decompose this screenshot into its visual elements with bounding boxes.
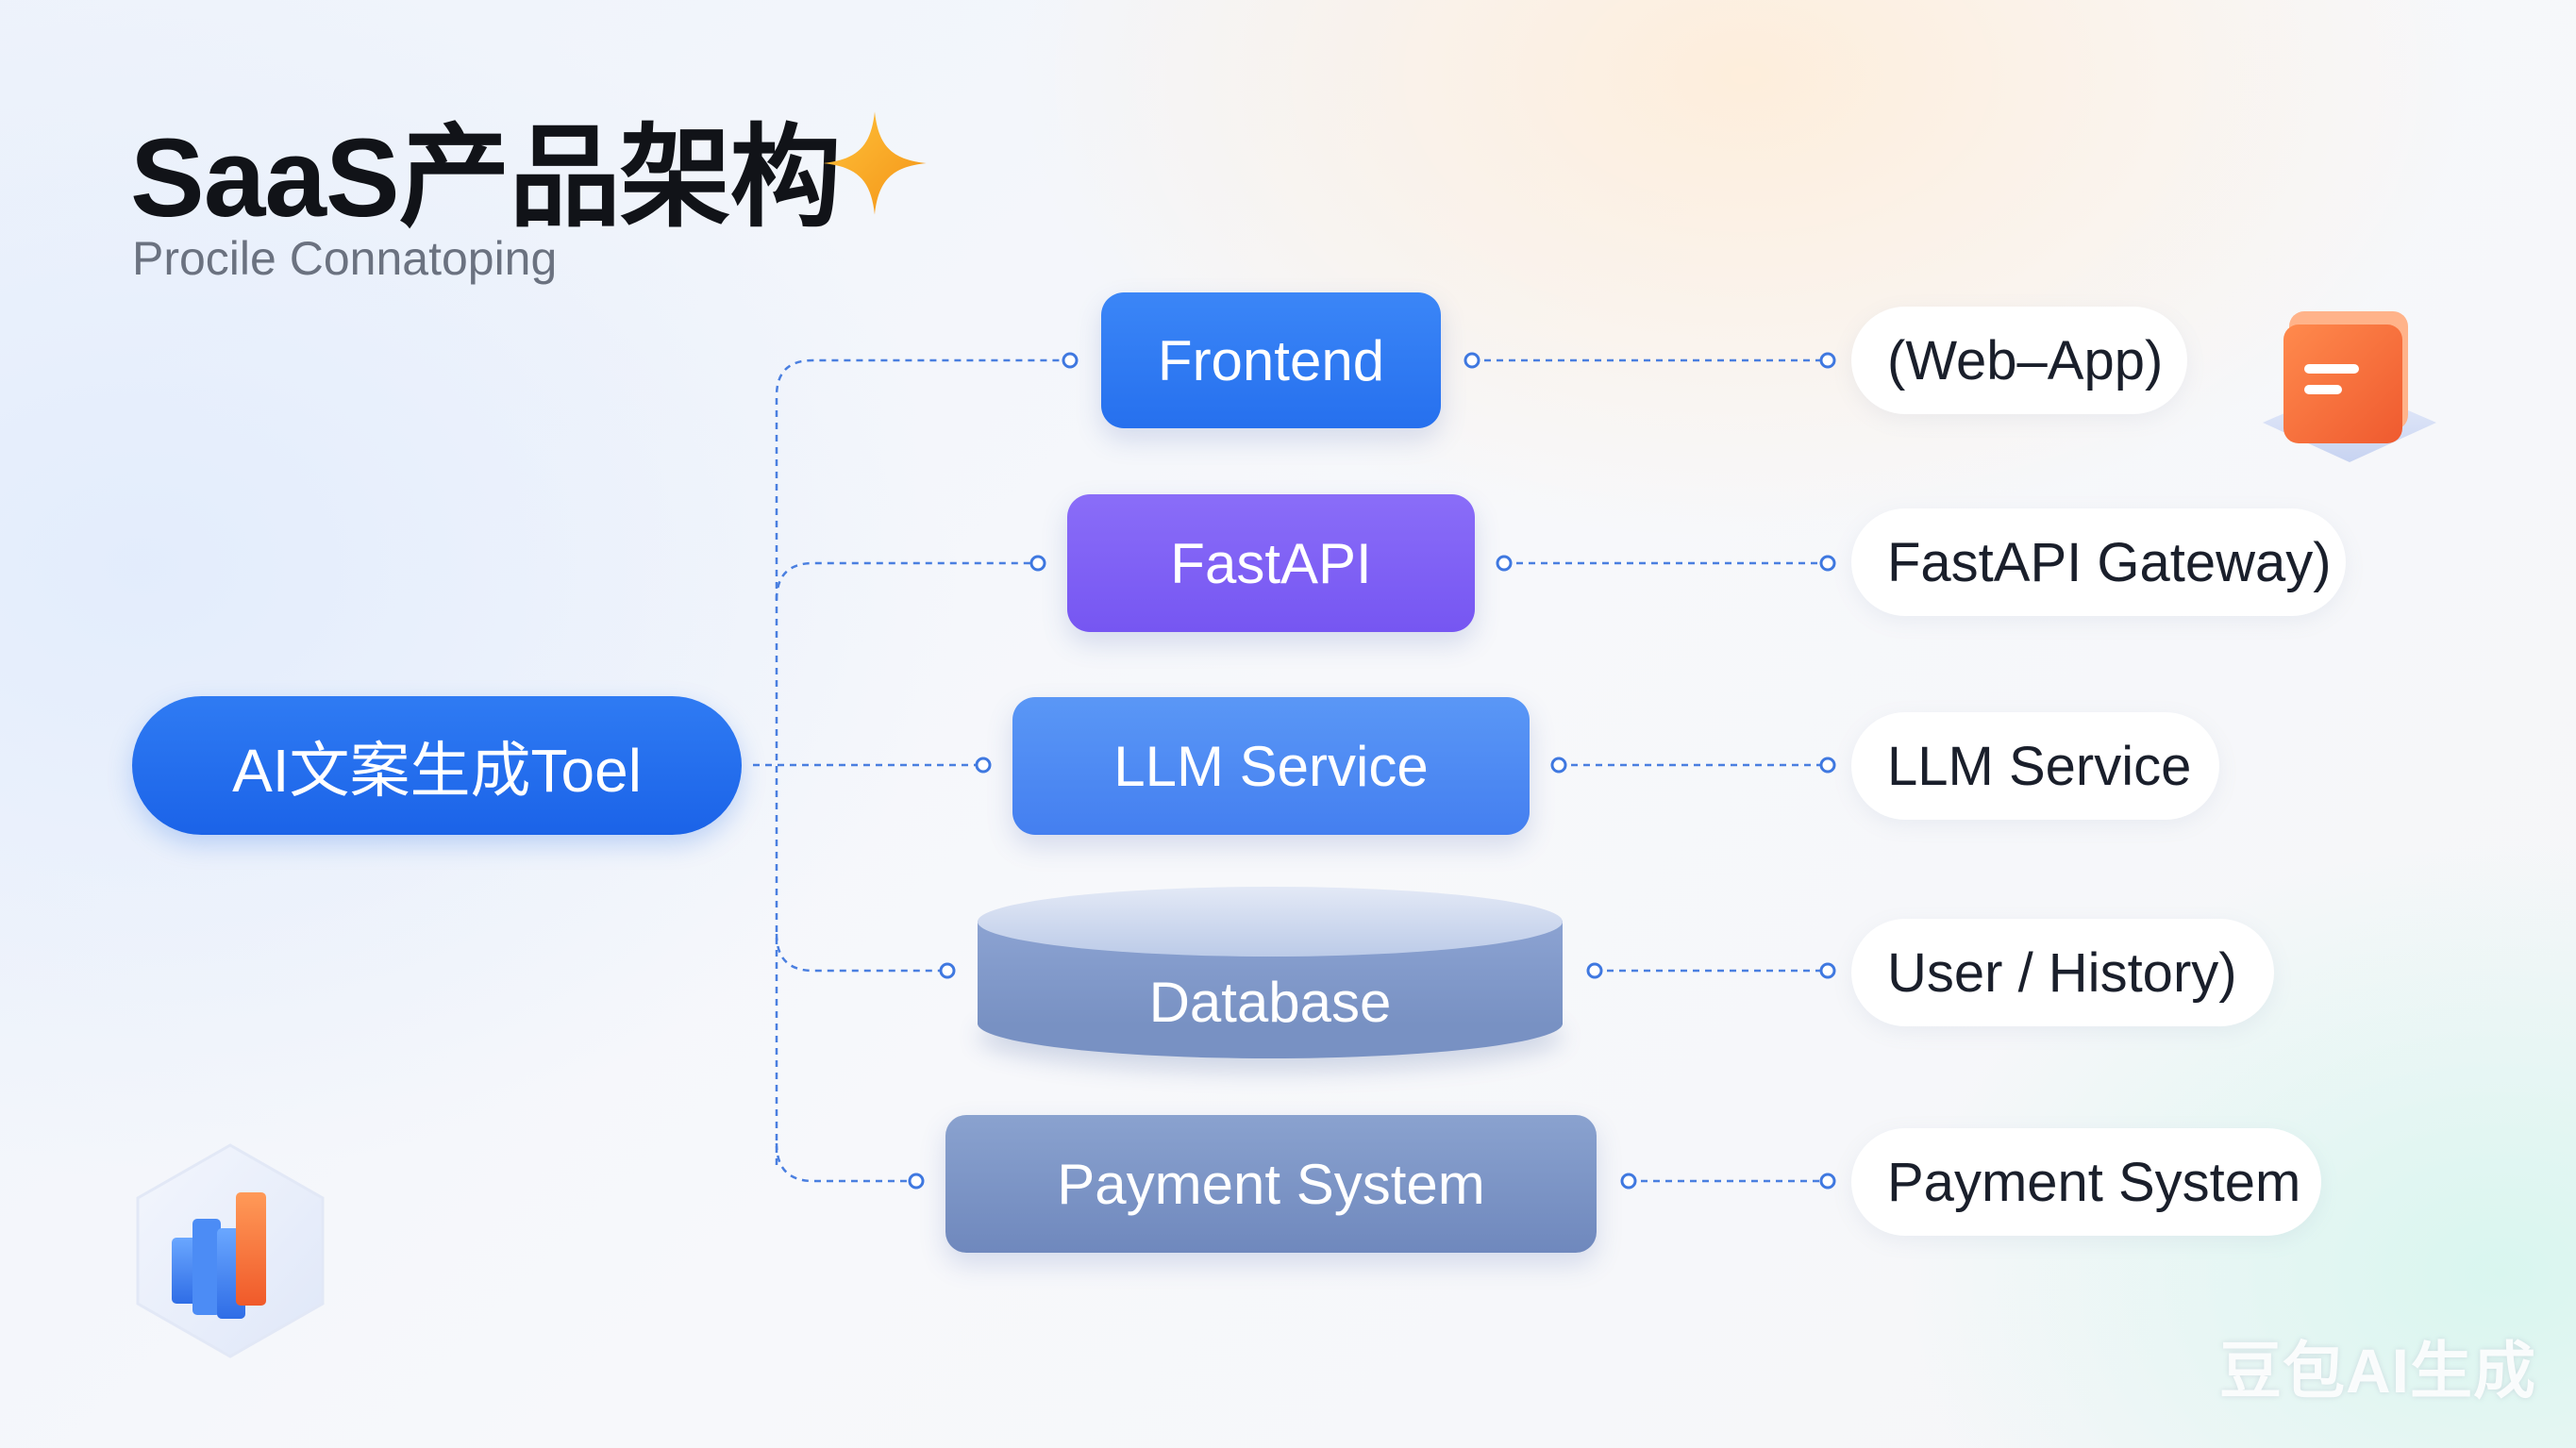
connector-dot (939, 962, 956, 979)
connector-dot (1464, 352, 1480, 369)
branch-line-payment (775, 1142, 913, 1183)
branch-line-fastapi (775, 561, 1034, 601)
llm-service-tag: LLM Service (1851, 712, 2219, 820)
connector-dot (1819, 757, 1836, 774)
connector-dot (1819, 555, 1836, 572)
user-history-tag: User / History) (1851, 919, 2274, 1026)
page-subtitle: Procile Connatoping (132, 232, 558, 285)
web-app-tag: (Web–App) (1851, 307, 2187, 414)
watermark-text: 豆包AI生成 (2219, 1336, 2536, 1406)
connector-dot (1586, 962, 1603, 979)
branch-line-database (775, 933, 944, 973)
trunk-line (775, 358, 1066, 1165)
connector-dot (1496, 555, 1513, 572)
database-cylinder-top (978, 887, 1563, 957)
sparkle-icon (823, 111, 927, 215)
connector-dot (1062, 352, 1079, 369)
connector-dot (1819, 352, 1836, 369)
fastapi-node: FastAPI (1067, 494, 1475, 632)
connector-dot (975, 757, 992, 774)
root-node: AI文案生成Toel (132, 696, 742, 835)
fastapi-gateway-tag: FastAPI Gateway) (1851, 508, 2346, 616)
connector-dot (1620, 1173, 1637, 1190)
frontend-node: Frontend (1101, 292, 1441, 428)
connector-dot (908, 1173, 925, 1190)
database-node: Database (978, 887, 1563, 1058)
connector-dot (1029, 555, 1046, 572)
connector-dot (1550, 757, 1567, 774)
connector-dot (1819, 1173, 1836, 1190)
database-label: Database (1148, 971, 1392, 1034)
payment-system-node: Payment System (945, 1115, 1597, 1253)
payment-system-tag: Payment System (1851, 1128, 2321, 1236)
page-title: SaaS产品架构 (130, 116, 842, 241)
connector-dot (1819, 962, 1836, 979)
document-icon (2263, 311, 2436, 462)
bar-chart-icon (136, 1143, 325, 1358)
llm-service-node: LLM Service (1012, 697, 1530, 835)
